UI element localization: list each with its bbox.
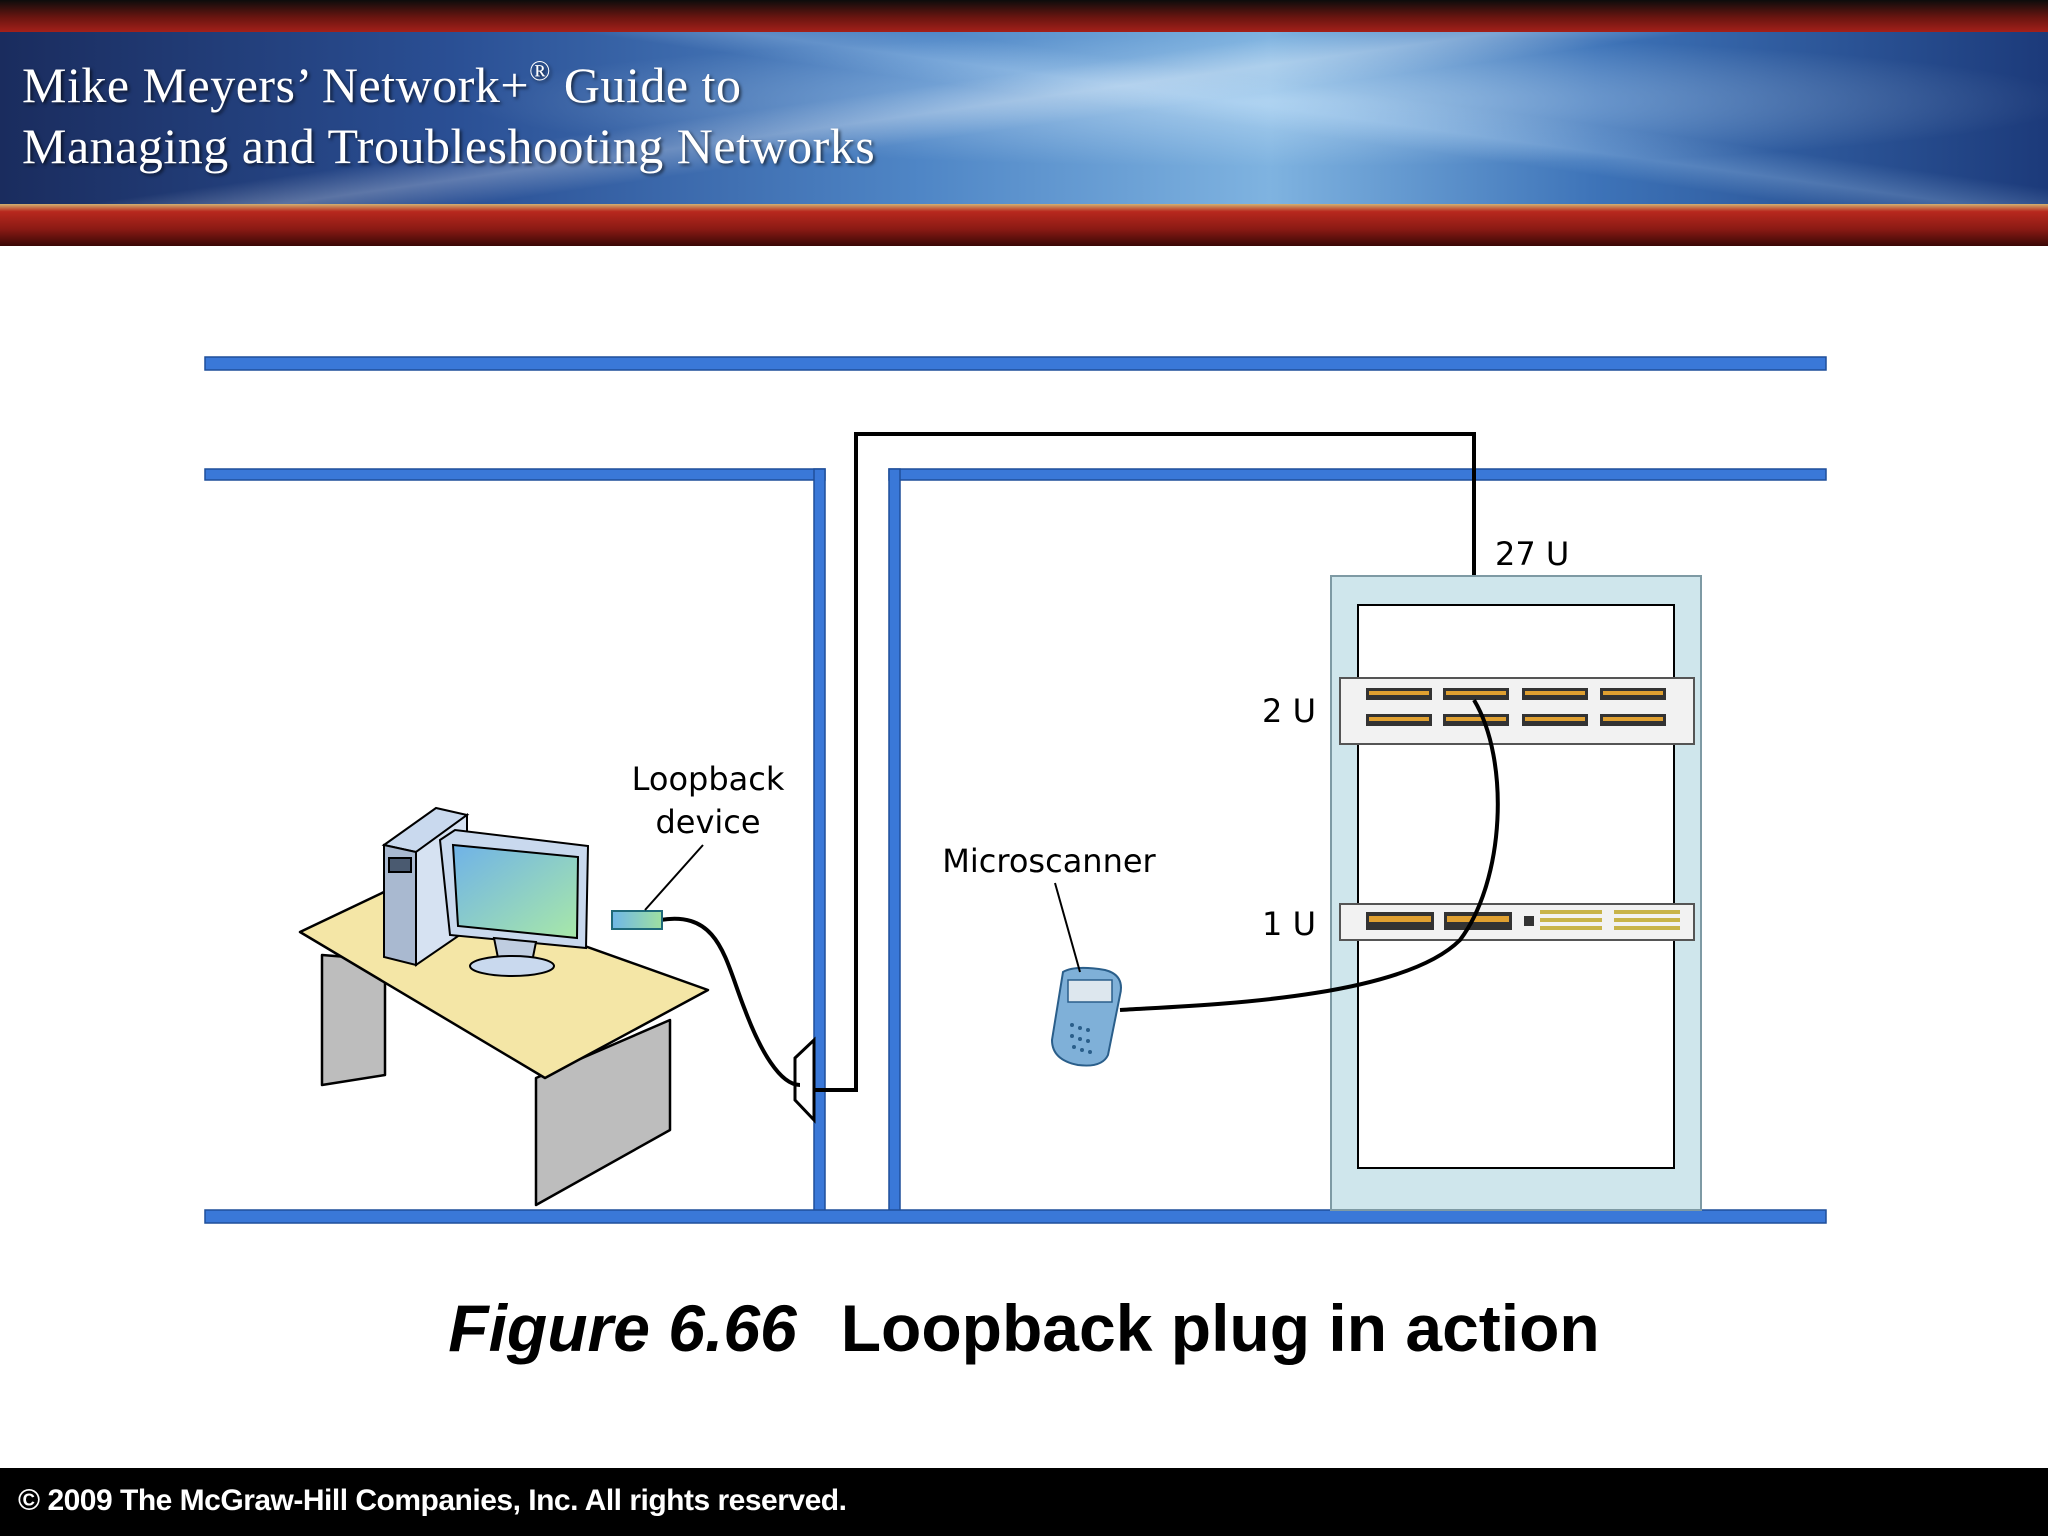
banner-background-art [0,32,2048,204]
rack-2u-label: 2 U [1262,692,1316,730]
banner-bottom-bar [0,204,2048,246]
banner-title-line-1: Mike Meyers’ Network+® Guide to [22,56,741,114]
loopback-label-line-1: Loopback [632,760,785,798]
ceiling-wall [204,356,1827,371]
loopback-leader-line [644,844,704,911]
loopback-cable [659,916,801,1087]
equipment-rack [1330,575,1702,1211]
partition-wall-left [813,468,826,1214]
banner-title-line-2: Managing and Troubleshooting Networks [22,118,876,174]
microscanner-device [1050,966,1122,1067]
wall-jack [793,1036,816,1124]
left-room-top-wall [204,468,826,481]
microscanner-leader-line [1054,882,1081,973]
building-walls [204,356,1827,1224]
loopback-label-line-2: device [655,803,760,841]
monitor [438,828,590,977]
banner-title-text: Mike Meyers’ Network+ [22,57,530,113]
figure-caption: Figure 6.66 Loopback plug in action [0,1290,2048,1366]
banner-title-suffix: Guide to [550,57,742,113]
title-banner: Mike Meyers’ Network+® Guide to Managing… [0,0,2048,246]
patch-cable [1119,698,1500,1012]
rack-27u-label: 27 U [1495,535,1569,573]
floor-wall [204,1209,1827,1224]
copyright-footer: © 2009 The McGraw-Hill Companies, Inc. A… [0,1468,2048,1536]
patch-panel-2u [1339,677,1695,745]
figure-title: Loopback plug in action [840,1291,1600,1365]
partition-wall-right [888,468,901,1214]
microscanner-label: Microscanner [942,842,1156,880]
registered-mark: ® [529,56,551,87]
banner-top-bar [0,0,2048,32]
switch-1u [1339,903,1695,941]
loopback-plug [611,910,663,930]
figure-number: Figure 6.66 [448,1291,797,1365]
rack-1u-label: 1 U [1262,905,1316,943]
copyright-text: © 2009 The McGraw-Hill Companies, Inc. A… [18,1484,847,1517]
right-room-top-wall [888,468,1827,481]
wall-cable-run [810,432,1476,1092]
